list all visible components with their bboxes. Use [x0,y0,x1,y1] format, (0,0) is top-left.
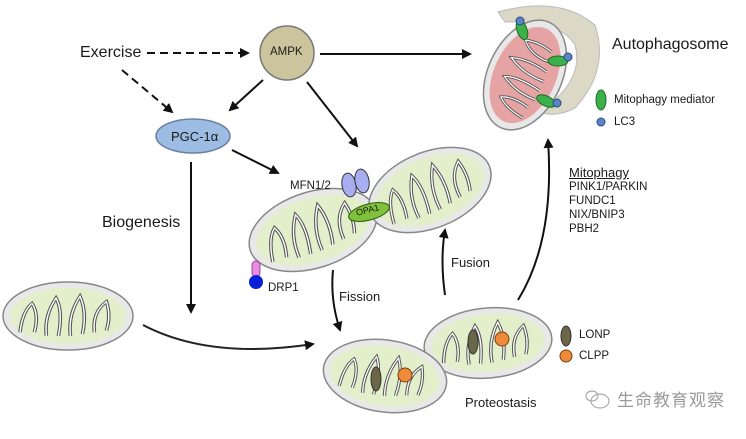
fission-label: Fission [339,289,381,304]
fusion-label: Fusion [451,255,491,270]
legend-lonp-icon [560,325,572,347]
pgc1a-label: PGC-1α [171,129,219,144]
mitophagy-item: NIX/BNIP3 [569,209,625,221]
arrow-biogenesis-curve [142,324,315,351]
mitophagy-item: FUNDC1 [569,195,616,207]
biogenesis-label: Biogenesis [102,214,181,231]
mitophagy-title: Mitophagy [569,165,629,180]
legend-lonp-label: LONP [579,329,611,341]
arrow-pgc-mfn [231,149,280,174]
pgc1a-node [155,118,231,154]
mitochondrion-left-fusing [248,187,378,273]
arrow-ampk-fusion [306,81,359,148]
arrow-mitophagy [517,138,554,301]
mitophagy-list: Mitophagy PINK1/PARKIN FUNDC1 NIX/BNIP3 … [569,166,647,236]
lonp-icon [370,366,382,392]
ampk-label: AMPK [270,46,303,58]
mitochondrion-proteostasis-upper [423,306,553,380]
mfn-proteins [341,168,370,198]
drp1-protein [249,260,263,289]
exercise-label: Exercise [80,44,142,61]
clpp-icon [494,331,510,347]
drp1-label: DRP1 [268,282,299,294]
mitochondrion-right-fusing [368,146,492,234]
lc3-icon [563,52,573,62]
legend-clpp-icon [559,349,573,363]
mitochondrion-proteostasis-lower [322,338,448,414]
mfn-label: MFN1/2 [290,180,331,192]
mitophagy-mediators [515,16,573,108]
arrow-ampk-pgc [228,79,264,112]
mitophagy-item: PBH2 [569,223,600,235]
autophagosome-label: Autophagosome [612,36,729,53]
legend-mediator-icon [595,89,607,111]
ampk-node [259,25,315,81]
lc3-icon [552,98,562,108]
clpp-icon [397,367,413,383]
legend-lc3-icon [596,117,606,127]
mfn-icon [354,168,370,194]
mitochondrion-biogenesis [2,281,134,351]
opa1-protein [348,202,390,222]
lonp-icon [467,329,479,355]
arrows [121,48,554,351]
watermark-text: 生命教育观察 [617,391,725,410]
arrow-fission [331,269,343,332]
proteostasis-label: Proteostasis [465,395,537,410]
legend-mediator-label: Mitophagy mediator [614,94,715,106]
arrow-exercise-pgc [121,69,174,114]
arrow-fusion [438,228,449,296]
autophagosome [497,5,600,115]
mitophagy-item: PINK1/PARKIN [569,181,648,193]
wechat-watermark-icon [585,390,610,409]
legend-clpp-label: CLPP [579,350,610,362]
lc3-icon [515,16,525,26]
legend-lc3-label: LC3 [614,116,636,128]
